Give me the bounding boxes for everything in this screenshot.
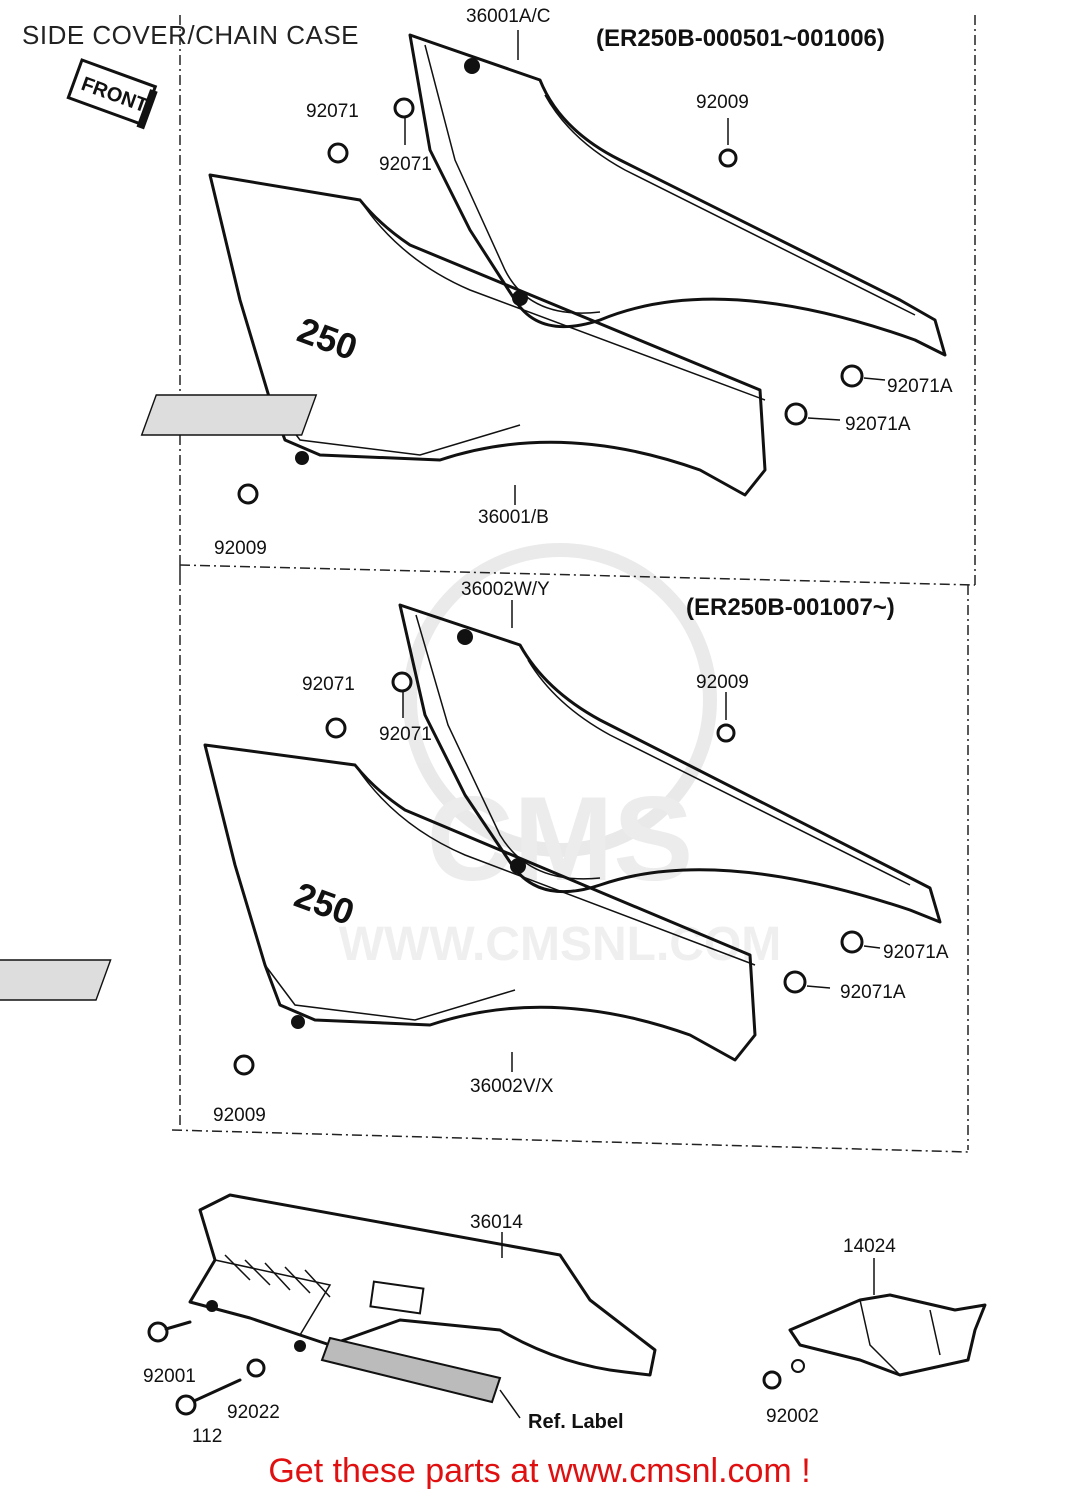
label-92009-s1-bot: 92009	[214, 538, 267, 559]
section-2-range: (ER250B-001007~)	[686, 594, 895, 621]
label-92071-s2b: 92071	[379, 724, 432, 745]
page-title: SIDE COVER/CHAIN CASE	[22, 20, 360, 50]
watermark-url: WWW.CMSNL.COM	[339, 918, 782, 971]
section-2-right-cover	[398, 603, 942, 924]
section-1-frame	[179, 15, 976, 586]
label-92071a-s2b: 92071A	[840, 982, 906, 1003]
label-92022: 92022	[227, 1402, 280, 1423]
cta-link[interactable]: Get these parts at www.cmsnl.com !	[268, 1452, 811, 1490]
label-92071a-s1a: 92071A	[887, 376, 953, 397]
label-92071-s1a: 92071	[306, 101, 359, 122]
label-92001: 92001	[143, 1366, 196, 1387]
label-92009-s2-bot: 92009	[213, 1105, 266, 1126]
section-2-frame	[171, 575, 969, 1153]
label-36001b: 36001/B	[478, 507, 549, 528]
label-92071-s2a: 92071	[302, 674, 355, 695]
label-92009-s1-top: 92009	[696, 92, 749, 113]
label-36002wy: 36002W/Y	[461, 579, 550, 600]
front-tag: FRONT	[66, 58, 158, 130]
watermark-logo: CMS	[427, 772, 694, 906]
label-92071a-s1b: 92071A	[845, 414, 911, 435]
label-36014: 36014	[470, 1212, 523, 1233]
label-112: 112	[192, 1426, 222, 1447]
chain-case	[188, 1193, 657, 1419]
section-2-fasteners	[233, 600, 881, 1076]
section-1-decal: 250	[292, 309, 362, 368]
watermark: CMS WWW.CMSNL.COM	[339, 543, 782, 971]
label-14024: 14024	[843, 1236, 896, 1257]
label-36001ac: 36001A/C	[466, 6, 551, 27]
label-92071a-s2a: 92071A	[883, 942, 949, 963]
section-1-range: (ER250B-000501~001006)	[596, 25, 885, 52]
section-1-left-cover: 250	[140, 173, 767, 497]
chain-guide	[762, 1258, 987, 1390]
label-92009-s2-top: 92009	[696, 672, 749, 693]
section-1-fasteners	[237, 30, 886, 505]
section-1-right-cover	[408, 33, 947, 357]
label-36002vx: 36002V/X	[470, 1076, 554, 1097]
label-92002: 92002	[766, 1406, 819, 1427]
label-92071-s1b: 92071	[379, 154, 432, 175]
chain-case-fasteners	[147, 1320, 266, 1416]
label-ref-label: Ref. Label	[528, 1411, 624, 1433]
